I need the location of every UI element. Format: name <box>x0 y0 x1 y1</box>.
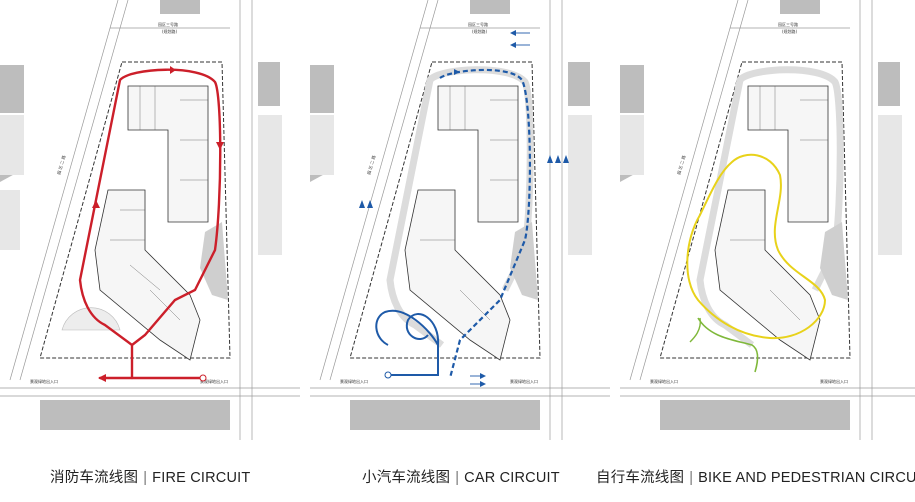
road-left-label: 园 区 二 路 <box>365 155 376 176</box>
pedestrian-route <box>697 317 759 373</box>
fire-circuit-svg: 园区三号路 (规划路) 园 区 二 路 景观绿地出入口 景观绿地出入口 <box>0 0 300 440</box>
entry-right-label: 景观绿地出入口 <box>510 378 538 384</box>
landscape <box>200 222 228 300</box>
bike-circuit-svg: 园区三号路 (规划路) 园 区 二 路 景观绿地出入口 景观绿地出入口 <box>620 0 915 440</box>
context-buildings <box>310 0 590 430</box>
context-light-blocks <box>620 115 902 255</box>
road-top-sub: (规划路) <box>162 28 178 34</box>
entry-left-label: 景观绿地出入口 <box>650 378 678 384</box>
caption-fire-cn: 消防车流线图 <box>50 470 139 486</box>
bike-circuit-plan: 园区三号路 (规划路) 园 区 二 路 景观绿地出入口 景观绿地出入口 <box>620 0 915 440</box>
building <box>404 85 519 361</box>
caption-fire: 消防车流线图|FIRE CIRCUIT <box>50 466 250 487</box>
fire-circuit-plan: 园区三号路 (规划路) 园 区 二 路 景观绿地出入口 景观绿地出入口 <box>0 0 300 440</box>
car-entry-node <box>384 371 392 379</box>
roads <box>310 0 610 440</box>
fire-route <box>78 68 222 380</box>
caption-bike: 自行车流线图|BIKE AND PEDESTRIAN CIRCUIT <box>596 466 915 487</box>
entry-left-label: 景观绿地出入口 <box>340 378 368 384</box>
caption-separator: | <box>689 470 694 486</box>
context-light-blocks <box>0 115 282 255</box>
car-route-solid <box>375 309 440 376</box>
car-direction-arrows <box>359 30 569 387</box>
road-top-sub: (规划路) <box>472 28 488 34</box>
entry-right-label: 景观绿地出入口 <box>200 378 228 384</box>
road-top-sub: (规划路) <box>782 28 798 34</box>
road-top-label: 园区三号路 <box>468 21 488 27</box>
caption-car-en: CAR CIRCUIT <box>464 470 560 486</box>
landscape <box>820 222 848 300</box>
roads <box>0 0 300 440</box>
car-arrow-lines <box>470 32 530 385</box>
fire-entry-node <box>199 374 207 382</box>
road-left-label: 园 区 二 路 <box>55 155 66 176</box>
caption-bike-en: BIKE AND PEDESTRIAN CIRCUIT <box>698 470 915 486</box>
caption-separator: | <box>455 470 460 486</box>
building <box>94 85 209 361</box>
road-top-label: 园区三号路 <box>778 21 798 27</box>
road-left-label: 园 区 二 路 <box>675 155 686 176</box>
caption-bike-cn: 自行车流线图 <box>596 470 685 486</box>
pedestrian-branch <box>689 317 702 343</box>
building-interior <box>110 86 208 321</box>
building <box>714 85 829 361</box>
entry-left-label: 景观绿地出入口 <box>30 378 58 384</box>
caption-fire-en: FIRE CIRCUIT <box>152 470 251 486</box>
caption-separator: | <box>143 470 148 486</box>
site-boundary <box>39 61 231 359</box>
landscape <box>510 222 538 300</box>
caption-car-cn: 小汽车流线图 <box>362 470 451 486</box>
roads <box>620 0 915 440</box>
fire-arrows <box>92 66 224 382</box>
car-circuit-svg: 园区三号路 (规划路) 园 区 二 路 景观绿地出入口 景观绿地出入口 <box>310 0 610 440</box>
context-light-blocks <box>310 115 592 255</box>
site-boundary <box>349 61 541 359</box>
car-circuit-plan: 园区三号路 (规划路) 园 区 二 路 景观绿地出入口 景观绿地出入口 <box>310 0 610 440</box>
internal-road <box>696 66 844 348</box>
building-interior <box>730 86 828 321</box>
site-boundary <box>659 61 851 359</box>
entry-right-label: 景观绿地出入口 <box>820 378 848 384</box>
road-top-label: 园区三号路 <box>158 21 178 27</box>
bike-route <box>686 153 827 340</box>
caption-car: 小汽车流线图|CAR CIRCUIT <box>362 466 560 487</box>
